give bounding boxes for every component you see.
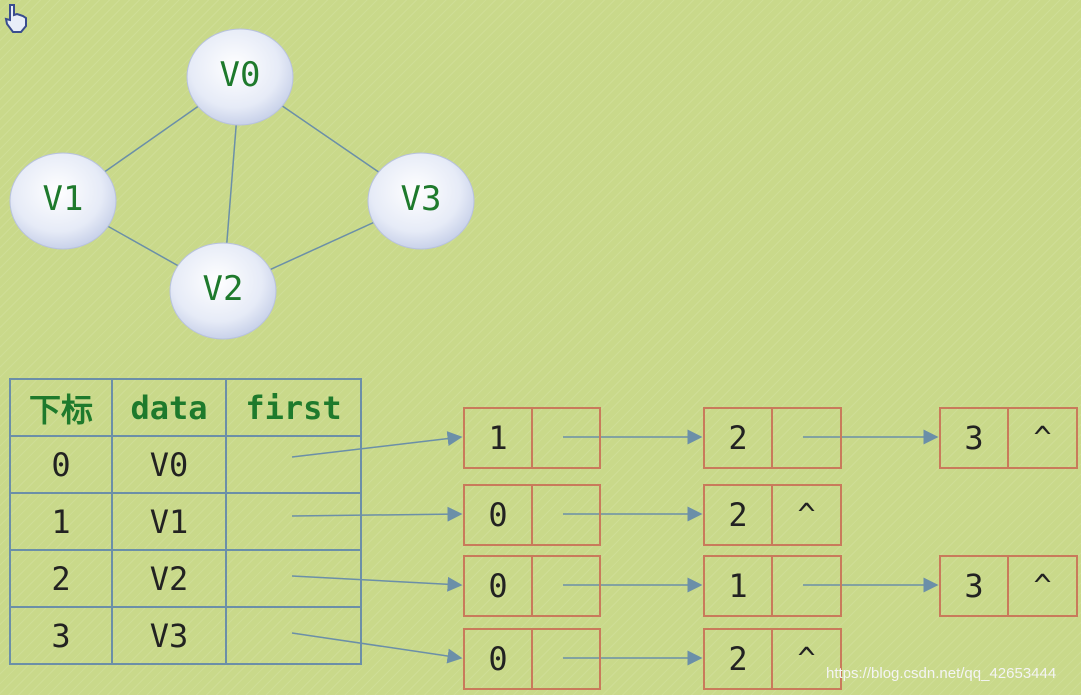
node-data: 0 [465, 486, 533, 544]
table-row: 1 V1 [9, 492, 362, 551]
hand-cursor-icon [4, 4, 27, 33]
node-next [533, 486, 599, 544]
node-next: ^ [1033, 568, 1052, 604]
cell-first [225, 435, 362, 494]
list-node: 1 [463, 407, 601, 469]
cell-data: V0 [111, 435, 227, 494]
node-data: 3 [941, 409, 1009, 467]
list-node: 3^ [939, 407, 1078, 469]
list-node: 0 [463, 628, 601, 690]
list-node: 2^ [703, 484, 842, 546]
cell-first [225, 549, 362, 608]
node-data: 1 [465, 409, 533, 467]
node-next [773, 409, 840, 467]
node-next: ^ [797, 641, 816, 677]
cell-data: V1 [111, 492, 227, 551]
table-row: 0 V0 [9, 435, 362, 494]
node-next [533, 630, 599, 688]
node-data: 0 [465, 630, 533, 688]
list-node: 3^ [939, 555, 1078, 617]
table-row: 3 V3 [9, 606, 362, 665]
vertex-v0 [186, 28, 294, 126]
header-first: first [225, 378, 362, 437]
list-node: 0 [463, 555, 601, 617]
node-next [533, 557, 599, 615]
node-next [773, 557, 840, 615]
table-header-row: 下标 data first [9, 378, 362, 437]
cell-first [225, 492, 362, 551]
list-node: 2^ [703, 628, 842, 690]
node-data: 2 [705, 486, 773, 544]
list-node: 0 [463, 484, 601, 546]
cell-index: 0 [9, 435, 113, 494]
vertex-label-v1: V1 [42, 179, 84, 219]
header-data: data [111, 378, 227, 437]
adjacency-table: 下标 data first 0 V0 1 V1 2 V2 3 V3 [9, 378, 362, 665]
vertex-label-v0: V0 [219, 55, 261, 95]
cell-index: 3 [9, 606, 113, 665]
table-row: 2 V2 [9, 549, 362, 608]
cell-data: V3 [111, 606, 227, 665]
vertex-label-v2: V2 [202, 269, 244, 309]
vertex-v3 [367, 152, 475, 250]
cell-first [225, 606, 362, 665]
cell-index: 1 [9, 492, 113, 551]
cell-data: V2 [111, 549, 227, 608]
vertex-v2 [169, 242, 277, 340]
node-data: 3 [941, 557, 1009, 615]
list-node: 1 [703, 555, 842, 617]
vertex-label-v3: V3 [400, 179, 442, 219]
vertex-v1 [9, 152, 117, 250]
node-data: 1 [705, 557, 773, 615]
node-next [533, 409, 599, 467]
node-next: ^ [1033, 420, 1052, 456]
node-data: 2 [705, 630, 773, 688]
cell-index: 2 [9, 549, 113, 608]
header-index: 下标 [9, 378, 113, 437]
node-next: ^ [797, 497, 816, 533]
node-data: 0 [465, 557, 533, 615]
watermark: https://blog.csdn.net/qq_42653444 [826, 665, 1057, 682]
node-data: 2 [705, 409, 773, 467]
list-node: 2 [703, 407, 842, 469]
